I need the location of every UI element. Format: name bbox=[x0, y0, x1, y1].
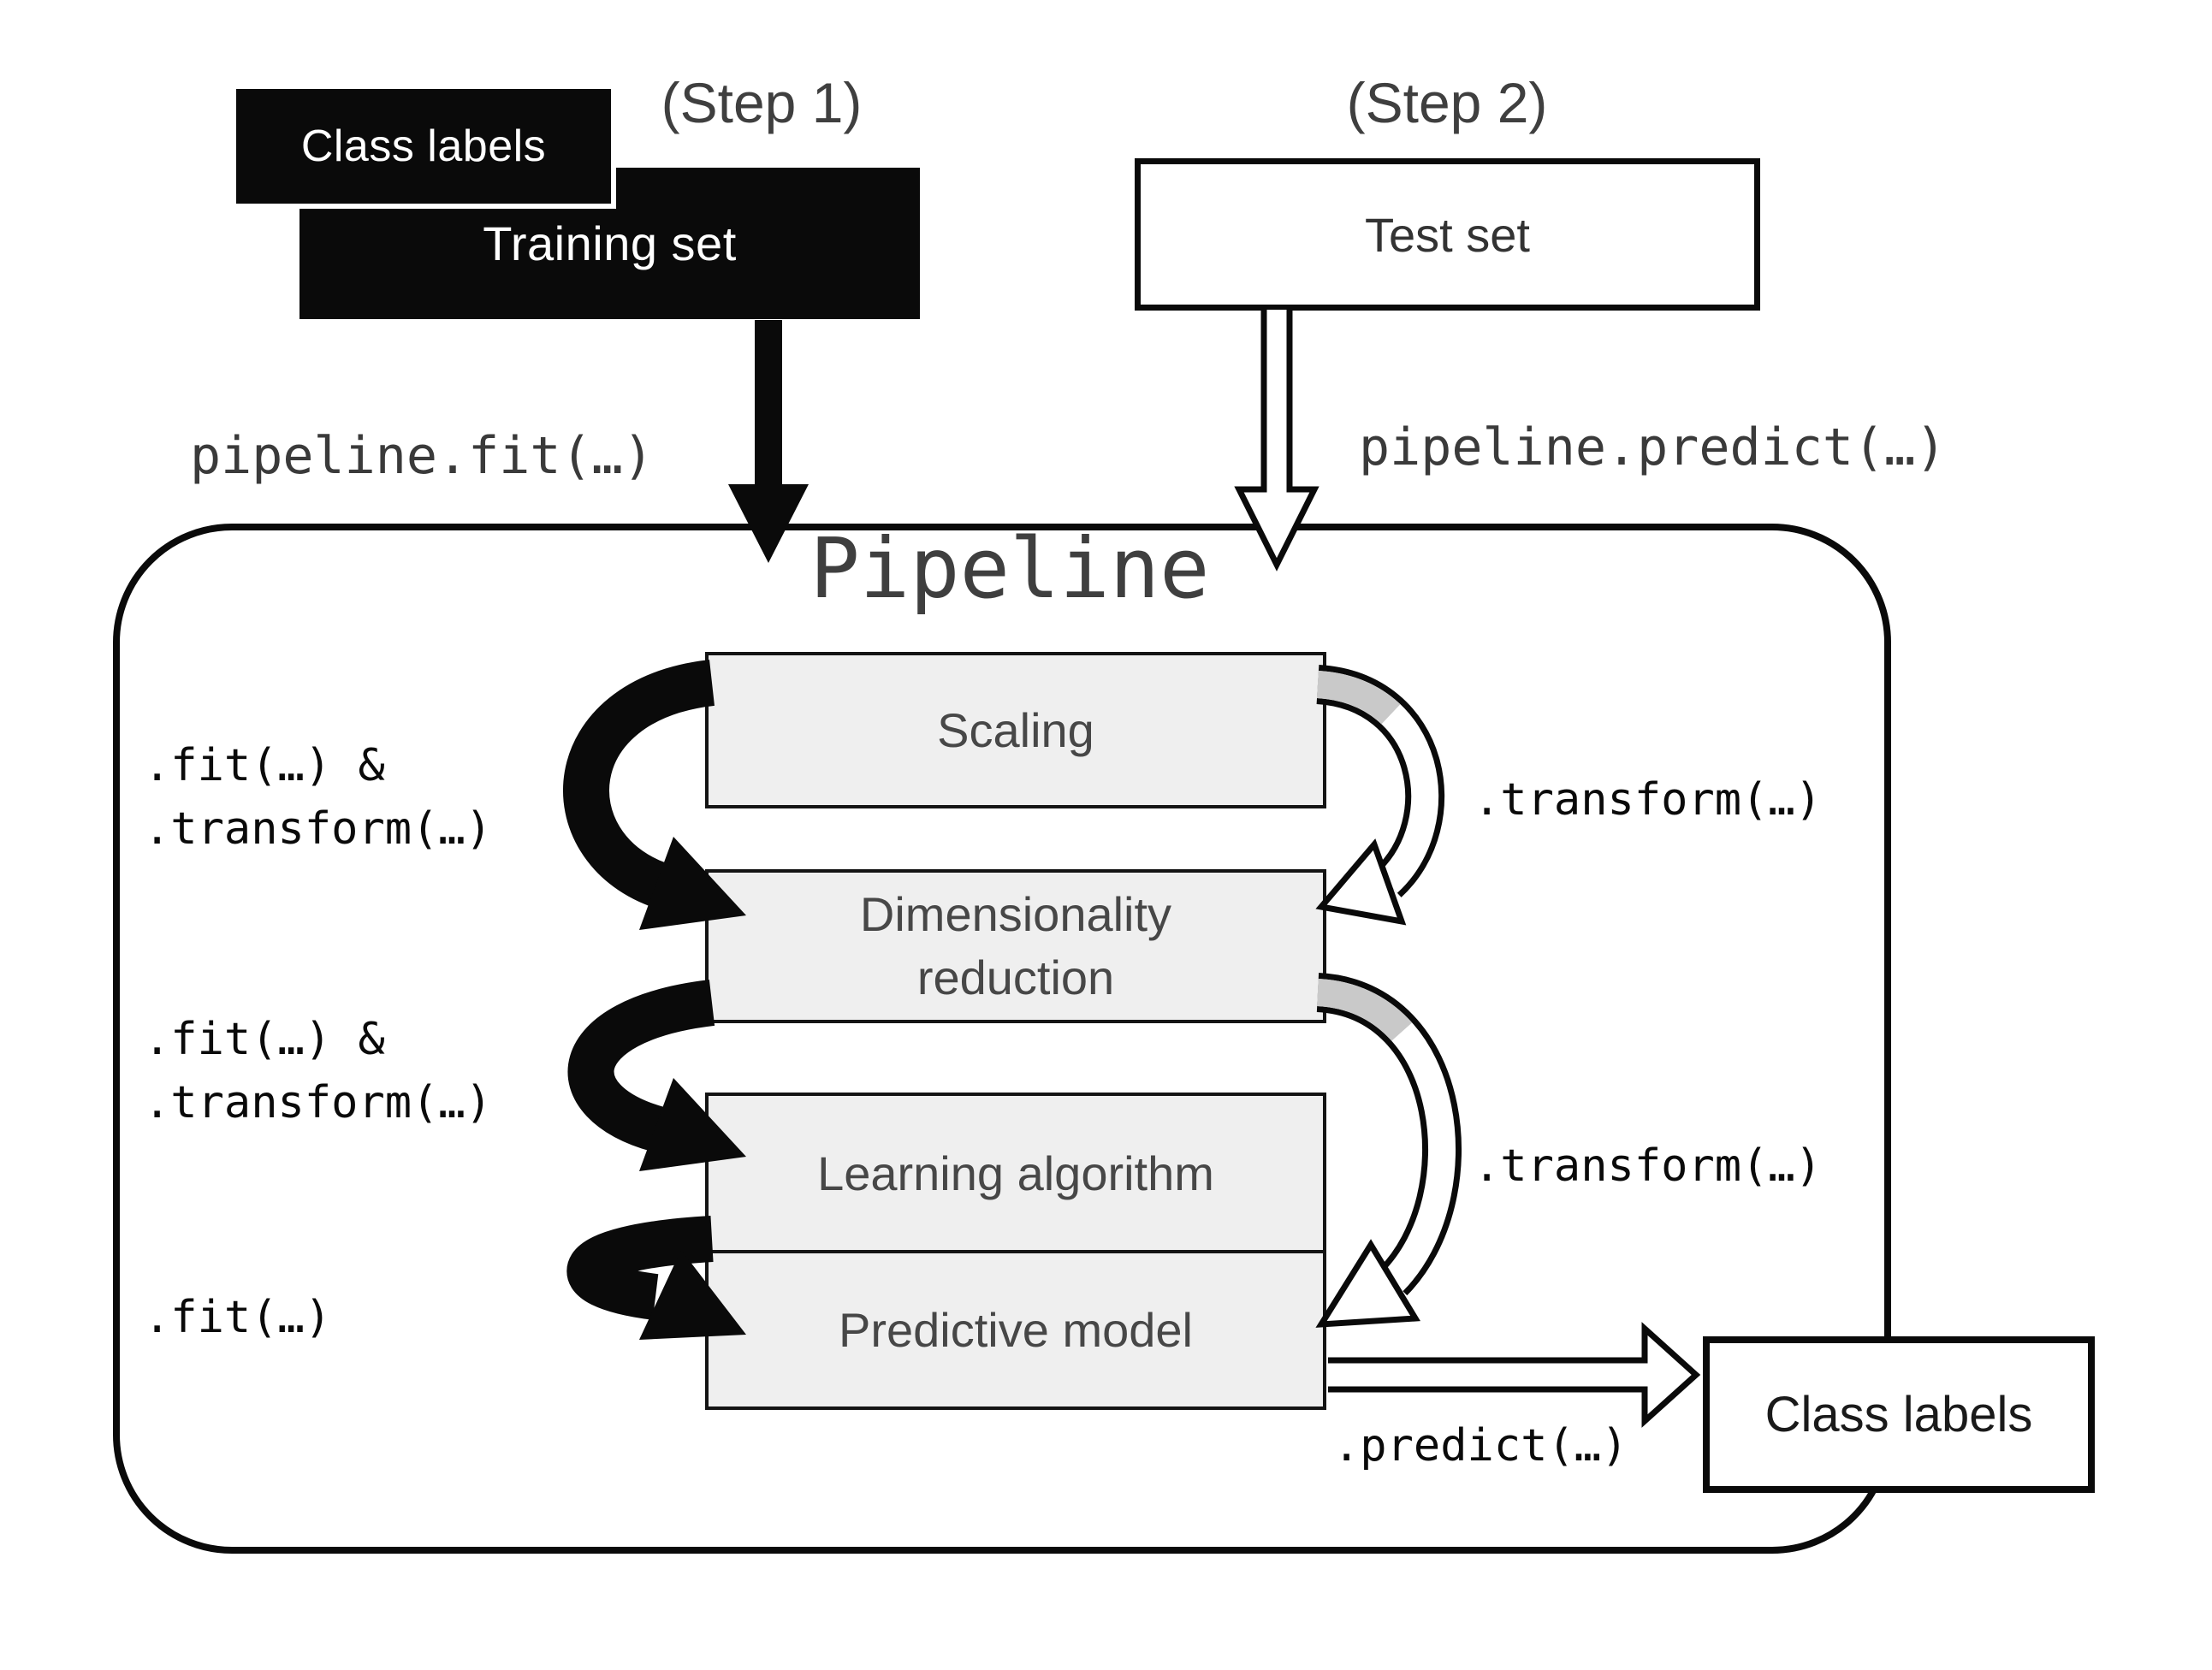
pipeline-fit-call-label: pipeline.fit(…) bbox=[190, 426, 654, 486]
fit-label: .fit(…) bbox=[144, 1292, 332, 1343]
class-labels-output-box: Class labels bbox=[1703, 1336, 2095, 1493]
predict-label: .predict(…) bbox=[1333, 1420, 1628, 1472]
transform-label-1: .transform(…) bbox=[1474, 774, 1822, 826]
stage-learning-label: Learning algorithm bbox=[817, 1146, 1214, 1200]
stage-box-scaling: Scaling bbox=[705, 652, 1326, 808]
stage-box-predictive-model: Predictive model bbox=[705, 1250, 1326, 1410]
training-set-label: Training set bbox=[483, 216, 737, 270]
class-labels-output-label: Class labels bbox=[1764, 1387, 2033, 1442]
step1-label: (Step 1) bbox=[661, 71, 863, 134]
stage-box-learning-algorithm: Learning algorithm bbox=[705, 1093, 1326, 1253]
stage-scaling-label: Scaling bbox=[937, 703, 1094, 757]
transform-label-2: .transform(…) bbox=[1474, 1140, 1822, 1192]
stage-dimred-label: Dimensionality reduction bbox=[859, 887, 1172, 1004]
class-labels-input-box: Class labels bbox=[231, 84, 616, 209]
test-set-label: Test set bbox=[1365, 207, 1530, 262]
step2-label: (Step 2) bbox=[1346, 71, 1548, 134]
stage-box-dimensionality-reduction: Dimensionality reduction bbox=[705, 869, 1326, 1023]
pipeline-predict-call-label: pipeline.predict(…) bbox=[1359, 418, 1947, 477]
fit-transform-label-2: .fit(…) & .transform(…) bbox=[144, 1014, 492, 1128]
stage-predictive-label: Predictive model bbox=[839, 1303, 1193, 1357]
pipeline-title: Pipeline bbox=[809, 520, 1210, 617]
class-labels-input-label: Class labels bbox=[300, 121, 547, 171]
fit-transform-label-1: .fit(…) & .transform(…) bbox=[144, 740, 492, 855]
test-set-box: Test set bbox=[1135, 158, 1760, 311]
